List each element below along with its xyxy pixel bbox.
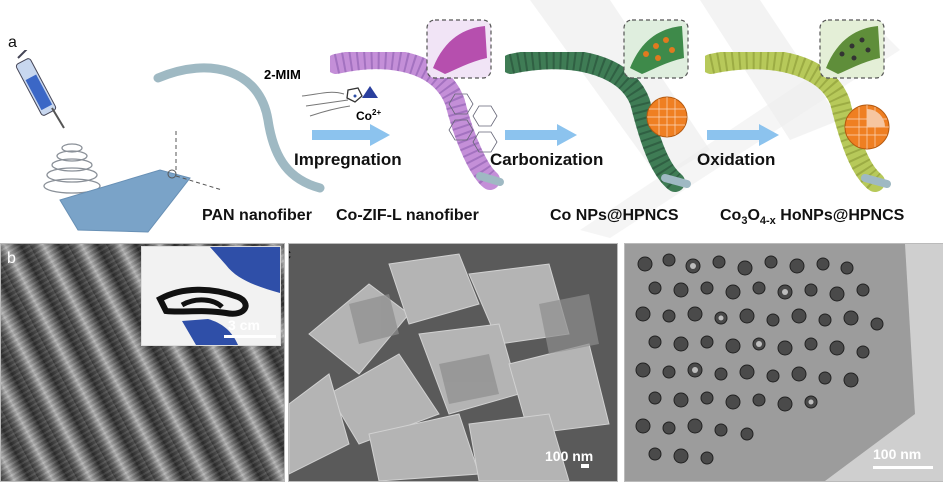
final-fiber-illustration bbox=[705, 52, 891, 192]
label-impregnation: Impregnation bbox=[294, 150, 402, 169]
reagent-co-ion: Co2+ bbox=[356, 108, 382, 123]
inset-photo-drawing bbox=[156, 247, 280, 345]
final-zoom-box bbox=[819, 19, 885, 79]
caption-pan-nanofiber: PAN nanofiber bbox=[202, 207, 312, 224]
panel-b-sem-image: b 3 cm bbox=[0, 243, 285, 482]
label-carbonization: Carbonization bbox=[490, 150, 604, 169]
nanosheet-texture bbox=[289, 244, 617, 481]
panel-c-sem-image: c 100 nm bbox=[288, 243, 618, 482]
tem-texture bbox=[625, 244, 943, 481]
panel-label-b: b bbox=[7, 250, 16, 267]
panel-a: a PAN nanofiber 2-MIM bbox=[0, 0, 943, 238]
scale-label-c: 100 nm bbox=[545, 448, 594, 464]
caption-final-product: Co3O4-x HoNPs@HPNCS bbox=[720, 207, 905, 228]
scale-label-d: 100 nm bbox=[873, 446, 922, 462]
pan-nanofiber-illustration bbox=[153, 63, 325, 193]
reagent-molecules-icon bbox=[301, 86, 378, 117]
pan-fiber-path bbox=[153, 63, 325, 193]
electrospinning-syringe-icon bbox=[15, 50, 223, 233]
impregnation-arrow-icon bbox=[312, 124, 390, 146]
scale-bar-c bbox=[581, 464, 589, 468]
carbonization-arrow-icon bbox=[505, 124, 577, 146]
co-zoom-box bbox=[623, 19, 689, 79]
inset-scale-bar bbox=[224, 335, 276, 338]
panel-d-tem-image: d 100 nm bbox=[624, 243, 943, 482]
inset-photo: 3 cm bbox=[141, 246, 281, 346]
caption-zif-nanofiber: Co-ZIF-L nanofiber bbox=[336, 207, 479, 224]
zif-zoom-box bbox=[426, 19, 492, 79]
oxidation-arrow-icon bbox=[707, 124, 779, 146]
caption-co-nps: Co NPs@HPNCS bbox=[550, 207, 679, 224]
inset-scale-label: 3 cm bbox=[228, 317, 260, 333]
co-nanoparticle-sphere-icon bbox=[646, 96, 688, 138]
co-nps-fiber-illustration bbox=[505, 52, 691, 192]
panel-label-c: c bbox=[289, 246, 291, 264]
zif-lattice-icon bbox=[448, 93, 498, 153]
reagent-2mim: 2-MIM bbox=[264, 67, 301, 82]
panel-label-a: a bbox=[8, 34, 17, 51]
label-oxidation: Oxidation bbox=[697, 150, 776, 169]
hollow-nanoparticle-sphere-icon bbox=[844, 104, 890, 150]
scale-bar-d bbox=[873, 466, 933, 469]
